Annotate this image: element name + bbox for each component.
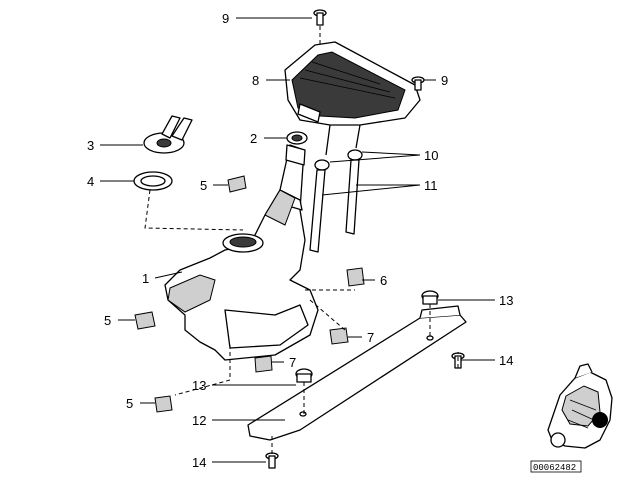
screw-right	[411, 76, 425, 91]
callout-8: 8	[252, 73, 259, 88]
callout-7-right: 7	[367, 330, 374, 345]
callout-1: 1	[142, 271, 149, 286]
callout-7-lower: 7	[289, 355, 296, 370]
callout-4: 4	[87, 174, 94, 189]
assembly-lines	[144, 26, 459, 456]
pipe-connector	[143, 115, 193, 154]
filter-housing	[284, 41, 421, 156]
screw-top	[313, 9, 327, 26]
scooter-thumbnail-icon	[547, 363, 613, 449]
reference-code-box: 00062482	[530, 460, 582, 473]
callout-10: 10	[424, 148, 438, 163]
callout-6: 6	[380, 273, 387, 288]
callout-9-right: 9	[441, 73, 448, 88]
callout-5-upper: 5	[200, 178, 207, 193]
rubber-pads	[134, 175, 365, 413]
callout-14-right: 14	[499, 353, 513, 368]
reference-code: 00062482	[533, 463, 576, 473]
callout-13-lower: 13	[192, 378, 206, 393]
gasket-ring	[133, 171, 173, 191]
oil-tank	[164, 144, 319, 361]
callout-9-top: 9	[222, 11, 229, 26]
callout-2: 2	[250, 131, 257, 146]
callout-13-right: 13	[499, 293, 513, 308]
seal-ring	[286, 131, 308, 145]
rubber-buffers	[295, 290, 439, 383]
callout-5-left: 5	[104, 313, 111, 328]
callout-5-lower: 5	[126, 396, 133, 411]
hoses	[309, 159, 360, 253]
callout-3: 3	[87, 138, 94, 153]
callout-14-lower: 14	[192, 455, 206, 470]
hose-clamps	[314, 149, 363, 171]
callout-11: 11	[424, 178, 438, 193]
callout-12: 12	[192, 413, 206, 428]
leader-lines	[100, 17, 495, 463]
